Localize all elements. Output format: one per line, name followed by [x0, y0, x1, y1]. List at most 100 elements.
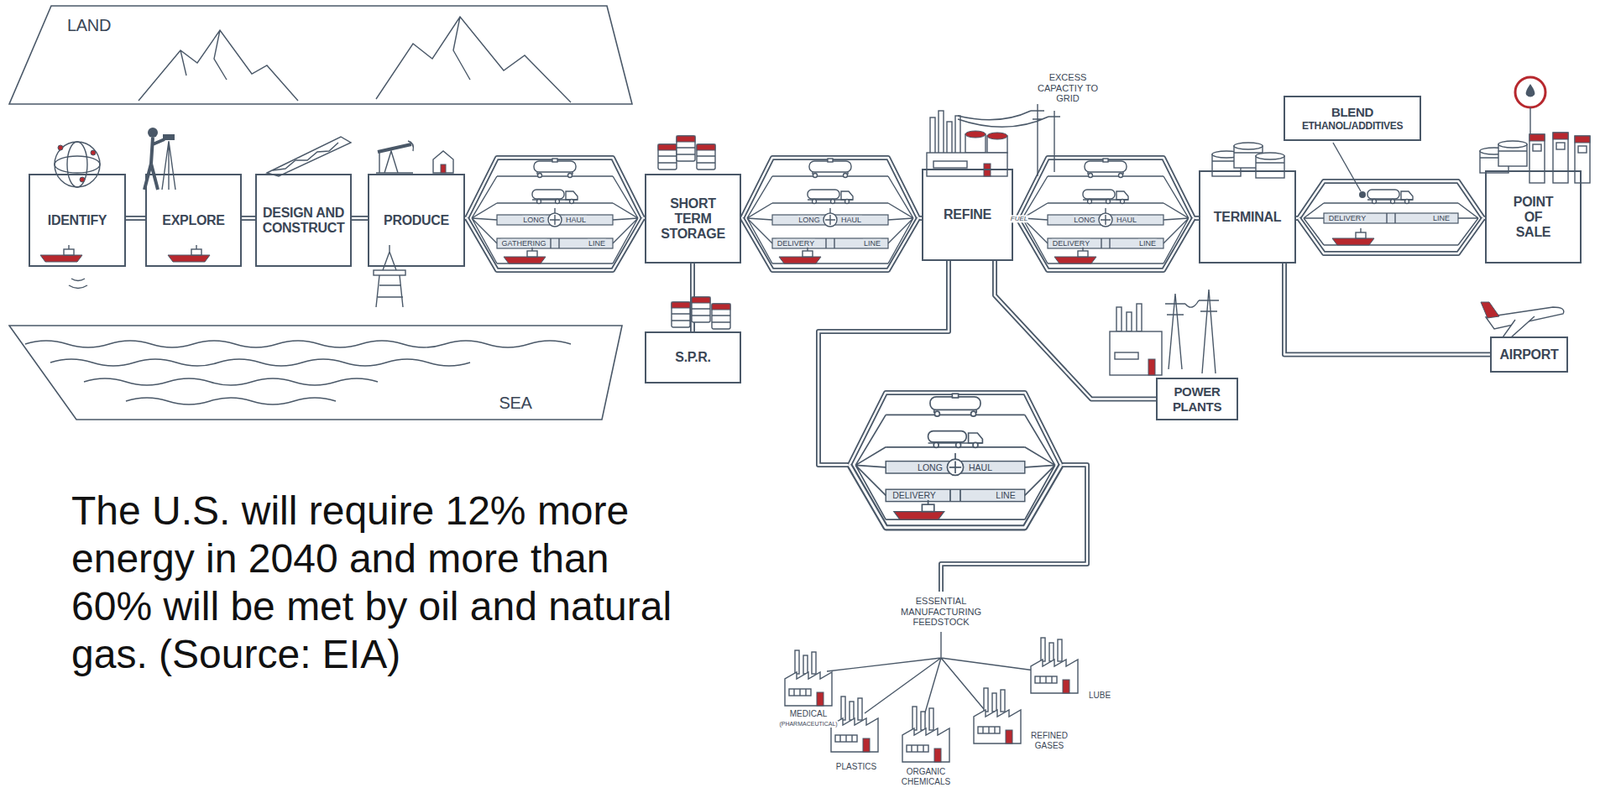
- diagram-label: LONG: [1072, 215, 1097, 225]
- region-outline: LAND: [8, 5, 633, 105]
- globe-icon-part: [67, 141, 88, 188]
- diagram-label: REFINED GASES: [1030, 731, 1069, 751]
- fuel-station-icon-part: [1515, 77, 1546, 108]
- fuel-station-icon-part: [1526, 83, 1536, 98]
- process-box: REFINE: [921, 168, 1014, 262]
- globe-icon-part: [54, 156, 100, 173]
- diagram-label: LINE: [1138, 239, 1157, 248]
- fuel-station-icon-part: [1574, 135, 1590, 143]
- power-plant-icon-part: [1109, 331, 1162, 376]
- pump-jack-icon-part: [407, 141, 414, 152]
- illustration-layer-part: [1298, 189, 1484, 254]
- diagram-label: LINE: [862, 239, 882, 248]
- illustration-layer-part: [849, 393, 1062, 529]
- illustration-layer-part: [696, 144, 716, 170]
- pipeline-connector: [125, 218, 146, 220]
- refinery-icon-part: [926, 152, 1008, 177]
- diagram-label: LUBE: [1087, 690, 1112, 701]
- illustration-layer-part: [691, 297, 711, 323]
- box-label: POWER PLANTS: [1172, 384, 1222, 415]
- land-mountains-part: [138, 16, 571, 103]
- diagram-label: DELIVERY: [1051, 239, 1091, 248]
- power-plant-icon-part: [1126, 312, 1132, 332]
- surveyor-icon: [144, 127, 176, 190]
- offshore-platform: [373, 245, 406, 308]
- box-label: EXPLORE: [162, 213, 225, 229]
- diagram-label: GATHERING: [501, 239, 548, 248]
- diagram-label: HAUL: [564, 215, 587, 225]
- pump-jack-icon-part: [440, 164, 446, 173]
- box-label: IDENTIFY: [47, 213, 108, 229]
- diagram-label: ORGANIC CHEMICALS: [900, 767, 952, 787]
- process-box: TERMINAL: [1198, 170, 1297, 264]
- box-label: DESIGN AND CONSTRUCT: [262, 205, 346, 236]
- feedstock-pipeline: [818, 261, 1088, 719]
- pipeline-connector-line: [125, 215, 146, 221]
- offshore-platform-part: [376, 245, 403, 308]
- pipeline-connector-line: [241, 215, 256, 221]
- pipeline-connector: [241, 218, 256, 220]
- sea-waves-part: [125, 397, 336, 405]
- pump-jack-icon-part: [376, 151, 414, 173]
- box-label: POINT OF SALE: [1513, 194, 1553, 241]
- process-box: POINT OF SALE: [1484, 170, 1582, 264]
- globe-icon-part: [90, 150, 96, 156]
- box-label: PRODUCE: [383, 213, 450, 229]
- fuel-station-icon-part: [1529, 107, 1531, 135]
- region-outline-shape: [9, 5, 633, 105]
- process-box: DESIGN AND CONSTRUCT: [255, 173, 352, 267]
- process-box: AIRPORT: [1490, 336, 1569, 373]
- sea-waves: [25, 340, 571, 405]
- fuel-station-icon-part: [1529, 134, 1545, 142]
- globe-icon-part: [54, 141, 100, 188]
- fuel-station-icon-part: [1532, 144, 1542, 152]
- refinery-icon-part: [933, 161, 968, 168]
- pipeline-connector: [351, 218, 368, 220]
- process-box: EXPLORE: [145, 173, 242, 267]
- pipeline-connector-line: [241, 217, 256, 220]
- illustration-layer-part: [466, 158, 644, 271]
- power-plant-icon-part: [1114, 352, 1139, 360]
- power-plant-icon-part: [1148, 359, 1156, 376]
- surveyor-icon-part: [144, 137, 165, 190]
- diagram-label: DELIVERY: [776, 239, 816, 248]
- process-box: SHORT TERM STORAGE: [644, 173, 742, 264]
- illustration-layer-part: [742, 158, 919, 271]
- illustration-layer-part: [40, 245, 83, 262]
- region-name: SEA: [498, 392, 532, 414]
- fuel-station-icon-part: [1552, 132, 1569, 184]
- pipeline-connector-line: [351, 215, 368, 221]
- process-box: POWER PLANTS: [1155, 377, 1239, 421]
- crane-icon: [266, 136, 351, 177]
- diagram-label: DELIVERY: [1328, 214, 1367, 223]
- pump-jack-icon-part: [433, 151, 454, 173]
- airplane-icon: [1480, 302, 1564, 338]
- refinery-icon: [926, 110, 1008, 177]
- diagram-label: (PHARMACEUTICAL): [778, 721, 838, 728]
- surveyor-icon-part: [162, 134, 175, 141]
- airplane-icon-part: [1480, 302, 1500, 319]
- diagram-label: HAUL: [967, 462, 994, 473]
- process-box: PRODUCE: [367, 173, 466, 267]
- diagram-label: LINE: [1432, 214, 1451, 223]
- fuel-station-icon-part: [1578, 146, 1587, 153]
- process-box: IDENTIFY: [28, 173, 126, 267]
- box-label: S.P.R.: [674, 350, 711, 366]
- diagram-label: DELIVERY: [891, 490, 937, 501]
- grid-poles: [957, 104, 1061, 177]
- crane-icon-part: [272, 142, 339, 171]
- globe-icon-part: [79, 177, 85, 183]
- region-outline-shape: [9, 325, 623, 420]
- surveyor-icon-part: [162, 141, 176, 190]
- fuel-station-icon-part: [1556, 142, 1565, 150]
- power-plant-icon-part: [1116, 307, 1122, 332]
- box-label: TERMINAL: [1213, 209, 1282, 225]
- illustration-layer-part: [671, 302, 691, 328]
- illustration-layer-part: [1017, 158, 1194, 271]
- pipeline-connector: [994, 261, 1156, 400]
- caption-text: The U.S. will require 12% more energy in…: [71, 486, 680, 679]
- power-plant-icon-part: [1165, 289, 1219, 374]
- refinery-icon-part: [946, 121, 952, 156]
- pump-jack-icon-part: [377, 144, 412, 152]
- globe-icon-part: [57, 145, 63, 151]
